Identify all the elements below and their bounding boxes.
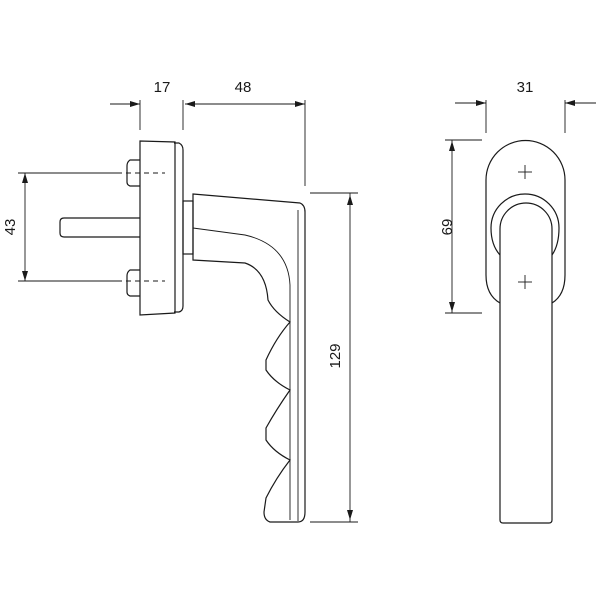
handle-shaft	[499, 202, 553, 524]
handle-inner-curve	[192, 227, 291, 520]
handle-lever	[192, 193, 306, 523]
dim-label-69: 69	[438, 219, 455, 236]
dimension-rose-width: 31	[455, 79, 596, 133]
rosette-oval	[485, 139, 566, 304]
dimension-rose-height: 69	[438, 139, 482, 314]
dim-label-31: 31	[517, 79, 534, 96]
front-view	[485, 139, 566, 524]
neck-ring-outer	[490, 193, 560, 256]
dimension-screw-spacing: 43	[2, 172, 117, 282]
screw-cross-bottom	[518, 275, 532, 289]
dimension-handle-length: 129	[310, 192, 358, 523]
handle-collar	[182, 200, 194, 255]
screw-top	[126, 159, 140, 187]
dim-label-129: 129	[327, 343, 344, 368]
screw-bottom	[126, 269, 140, 297]
dim-label-17: 17	[154, 79, 171, 96]
screw-cross-top	[518, 165, 532, 179]
side-view	[59, 140, 306, 523]
spindle	[59, 217, 140, 238]
rose-base	[139, 140, 176, 316]
dim-label-43: 43	[2, 219, 19, 236]
dimension-depth: 17 48	[110, 79, 306, 186]
dim-label-48: 48	[235, 79, 252, 96]
